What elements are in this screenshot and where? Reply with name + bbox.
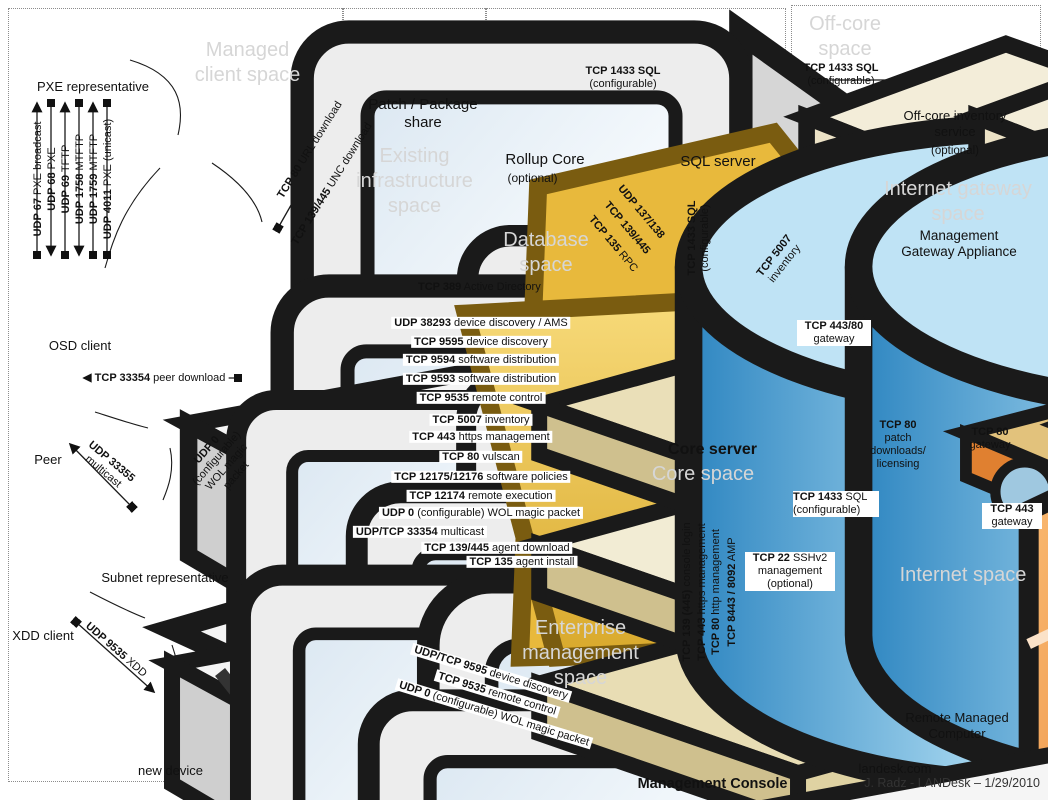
watermark-internet-gateway-space: Internet gateway space [884,178,1032,225]
watermark-database-space: Database space [503,229,589,276]
watermark-existing-infrastructure-space: Existing infrastructure space [356,145,473,217]
console-port-8443: TCP 8443 / 8092 AMP [725,537,738,647]
pxe-port-udp1759: UDP 1759 MTFTP [87,133,100,225]
row-tcp9593: TCP 9593 software distribution [402,372,560,386]
watermark-enterprise-management-space: Enterprise management space [522,617,639,689]
osd-client-label: OSD client [48,338,112,353]
multicast-33354-label: UDP/TCP 33354 multicast [352,525,488,539]
pxe-port-udp1758: UDP 1758 MTFTP [73,133,86,225]
core-server-label: Core server [668,441,757,458]
offcore-sql-port-label: TCP 1433 SQL(configurable) [803,62,879,87]
remote-managed-computer-label: Remote Managed Computer [905,710,1009,741]
console-port-139: TCP 139 (445) console login [680,522,693,662]
pxe-port-udp69: UDP 69 TFTP [59,144,72,214]
remote-sql-label: TCP 1433 SQL(configurable) [793,491,879,517]
row-tcp9595: TCP 9595 device discovery [411,335,551,349]
row-tcp9535: TCP 9535 remote control [416,391,546,405]
row-udp38293: UDP 38293 device discovery / AMS [391,316,571,330]
sql-server-label: SQL server [680,153,756,170]
console-port-80: TCP 80 http management [709,529,722,655]
patch-package-share-label: Patch / Package share [368,96,478,131]
row-tcp9594: TCP 9594 software distribution [402,353,560,367]
peer-label: Peer [34,452,62,467]
rollup-core-label: Rollup Core [505,151,585,168]
core-sql-port-label: TCP 1433 SQL(configurable) [686,200,711,276]
console-port-443: TCP 443 https management [695,523,708,661]
watermark-internet-space: Internet space [899,564,1027,586]
rollup-sql-port-label: TCP 1433 SQL(configurable) [585,65,661,90]
row-tcp80: TCP 80 vulscan [439,450,523,464]
management-gateway-appliance-label: Management Gateway Appliance [901,228,1017,260]
pxe-port-udp4011: UDP 4011 PXE (unicast) [101,118,114,240]
row-tcp12175: TCP 12175/12176 software policies [391,470,571,484]
agent-download-label: TCP 139/445 agent download [421,541,573,555]
new-device-label: new device [137,763,204,778]
row-udp0-wol: UDP 0 (configurable) WOL magic packet [378,506,584,520]
pxe-port-udp68: UDP 68 PXE [45,147,58,211]
rollup-core-optional-label: (optional) [507,171,558,185]
footer-credit: J. Radz - LANDesk – 1/29/2010 [864,776,1040,790]
watermark-core-space: Core space [651,463,755,485]
landesk-com-label: landesk.com [858,761,932,776]
pxe-representative-label: PXE representative [36,79,149,94]
row-tcp443: TCP 443 https management [409,430,553,444]
row-tcp5007: TCP 5007 inventory [429,413,533,427]
pxe-port-udp67: UDP 67 PXE broadcast [31,121,44,237]
subnet-representative-label: Subnet representative [101,570,229,585]
row-tcp12174: TCP 12174 remote execution [406,489,556,503]
xdd-client-label: XDD client [12,628,74,643]
off-core-inventory-service-label: Off-core inventory service [903,108,1007,139]
active-directory-port-label: TCP 389 Active Directory [418,281,541,293]
watermark-off-core-space: Off-core space [809,13,881,60]
off-core-optional-label: (optional) [931,145,979,157]
management-console-label: Management Console [637,776,788,792]
watermark-managed-client-space: Managed client space [194,39,301,86]
peer-download-label: TCP 33354 peer download [91,371,229,385]
agent-install-label: TCP 135 agent install [466,555,578,569]
